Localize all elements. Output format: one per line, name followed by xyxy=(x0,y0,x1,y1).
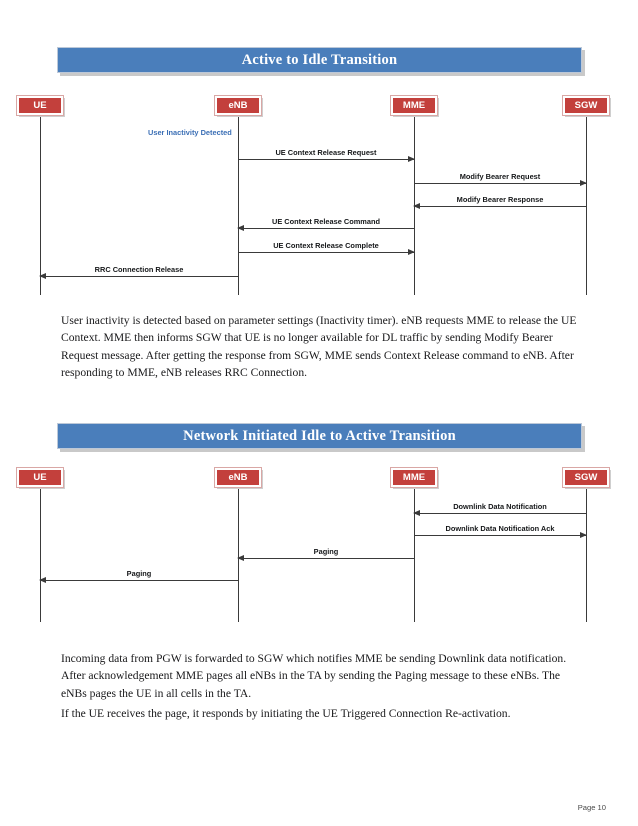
arrow-line xyxy=(238,159,414,160)
lifeline-ue xyxy=(40,485,41,622)
actor-box-sgw[interactable]: SGW xyxy=(562,95,610,116)
message-label: UE Context Release Request xyxy=(275,147,377,157)
arrow-head-right xyxy=(580,532,587,538)
actor-label: MME xyxy=(402,471,426,483)
message-label: Downlink Data Notification Ack xyxy=(445,523,555,533)
lifeline-mme xyxy=(414,485,415,622)
arrow-head-left xyxy=(237,555,244,561)
arrow-line xyxy=(40,580,238,581)
actor-box-enb[interactable]: eNB xyxy=(214,467,262,488)
message-label: Paging xyxy=(313,546,339,556)
lifeline-enb xyxy=(238,113,239,295)
actor-box-sgw[interactable]: SGW xyxy=(562,467,610,488)
message-arrow: UE Context Release Request xyxy=(238,148,415,162)
message-arrow: Downlink Data Notification xyxy=(413,502,586,516)
arrow-head-right xyxy=(580,180,587,186)
actor-label: SGW xyxy=(574,99,598,111)
actor-box-enb[interactable]: eNB xyxy=(214,95,262,116)
message-arrow: Modify Bearer Request xyxy=(414,172,587,186)
arrow-line xyxy=(238,228,414,229)
actor-label: eNB xyxy=(228,99,248,111)
message-arrow: RRC Connection Release xyxy=(39,265,238,279)
message-arrow: Modify Bearer Response xyxy=(413,195,586,209)
message-label: UE Context Release Command xyxy=(271,216,380,226)
arrow-line xyxy=(414,183,586,184)
message-arrow: Paging xyxy=(39,569,238,583)
message-label: Paging xyxy=(126,568,152,578)
arrow-head-right xyxy=(408,156,415,162)
arrow-line xyxy=(414,513,586,514)
message-label: Modify Bearer Request xyxy=(459,171,541,181)
body-paragraph: Incoming data from PGW is forwarded to S… xyxy=(61,652,567,700)
arrow-line xyxy=(40,276,238,277)
message-label: Modify Bearer Response xyxy=(456,194,544,204)
lifeline-enb xyxy=(238,485,239,622)
arrow-line xyxy=(414,535,586,536)
arrow-line xyxy=(238,558,414,559)
body-paragraph: If the UE receives the page, it responds… xyxy=(61,707,511,720)
arrow-head-left xyxy=(413,203,420,209)
arrow-line xyxy=(414,206,586,207)
actor-label: eNB xyxy=(228,471,248,483)
actor-box-ue[interactable]: UE xyxy=(16,95,64,116)
banner-bar: Active to Idle Transition xyxy=(57,47,582,73)
page-footer: Page 10 xyxy=(577,803,606,812)
body-paragraph: User inactivity is detected based on par… xyxy=(61,314,577,380)
actor-label: MME xyxy=(402,99,426,111)
section-title: Active to Idle Transition xyxy=(241,51,398,68)
section-banner-network-initiated-idle-to-active: Network Initiated Idle to Active Transit… xyxy=(57,423,582,449)
lifeline-sgw xyxy=(586,485,587,622)
message-arrow: Paging xyxy=(237,547,414,561)
arrow-head-right xyxy=(408,249,415,255)
message-label: Downlink Data Notification xyxy=(453,501,547,511)
arrow-head-left xyxy=(39,577,46,583)
message-label: RRC Connection Release xyxy=(94,264,184,274)
actor-label: UE xyxy=(33,471,47,483)
message-label: UE Context Release Complete xyxy=(273,240,379,250)
banner-bar: Network Initiated Idle to Active Transit… xyxy=(57,423,582,449)
section-title: Network Initiated Idle to Active Transit… xyxy=(183,427,456,444)
section-banner-active-to-idle: Active to Idle Transition xyxy=(57,47,582,73)
diagram-note: User Inactivity Detected xyxy=(148,128,232,137)
arrow-head-left xyxy=(413,510,420,516)
message-arrow: Downlink Data Notification Ack xyxy=(414,524,587,538)
arrow-head-left xyxy=(39,273,46,279)
lifeline-sgw xyxy=(586,113,587,295)
actor-box-mme[interactable]: MME xyxy=(390,467,438,488)
arrow-line xyxy=(238,252,414,253)
lifeline-ue xyxy=(40,113,41,295)
actor-box-ue[interactable]: UE xyxy=(16,467,64,488)
actor-label: SGW xyxy=(574,471,598,483)
actor-box-mme[interactable]: MME xyxy=(390,95,438,116)
message-arrow: UE Context Release Complete xyxy=(238,241,415,255)
message-arrow: UE Context Release Command xyxy=(237,217,414,231)
actor-label: UE xyxy=(33,99,47,111)
arrow-head-left xyxy=(237,225,244,231)
